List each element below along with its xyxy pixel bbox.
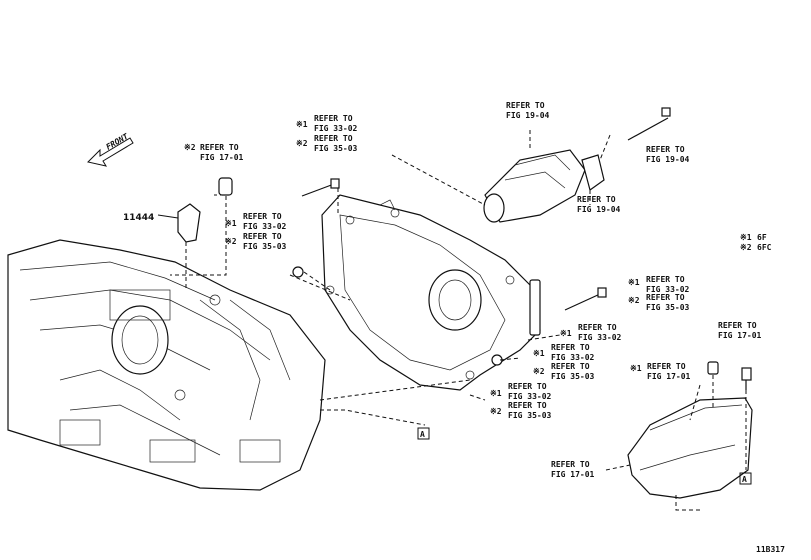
cover-part-11444 (177, 203, 201, 243)
svg-text:※2: ※2 (225, 237, 237, 246)
svg-text:FIG 33-02: FIG 33-02 (578, 333, 622, 342)
ref-label: REFER TO FIG 19-04 (577, 195, 621, 214)
svg-text:※1: ※1 (296, 120, 308, 129)
cover-bolt (741, 367, 752, 390)
diagram-id: 11B317 (756, 545, 785, 554)
svg-text:REFER TO: REFER TO (718, 321, 757, 330)
svg-text:FIG 33-02: FIG 33-02 (508, 392, 552, 401)
svg-text:FIG 17-01: FIG 17-01 (551, 470, 595, 479)
svg-text:※2: ※2 (533, 367, 545, 376)
leader-lines (170, 130, 747, 511)
svg-text:FIG 33-02: FIG 33-02 (646, 285, 690, 294)
ref-label: ※1 REFER TO FIG 33-02 (560, 323, 622, 342)
svg-text:REFER TO: REFER TO (243, 212, 282, 221)
svg-text:FIG 17-01: FIG 17-01 (718, 331, 762, 340)
ref-label: ※1 REFER TO FIG 33-02 (296, 114, 358, 133)
ref-label: ※2 REFER TO FIG 35-03 (533, 362, 595, 381)
svg-text:※2: ※2 (740, 243, 752, 252)
ref-label: ※2 REFER TO FIG 17-01 (184, 143, 244, 162)
svg-text:REFER TO: REFER TO (508, 382, 547, 391)
svg-text:REFER TO: REFER TO (551, 460, 590, 469)
ref-label: ※2 REFER TO FIG 35-03 (490, 401, 552, 420)
svg-text:REFER TO: REFER TO (646, 293, 685, 302)
svg-text:※1: ※1 (740, 233, 752, 242)
svg-text:FIG 17-01: FIG 17-01 (200, 153, 244, 162)
svg-text:※1: ※1 (490, 389, 502, 398)
plug-part (707, 361, 719, 375)
svg-text:※1: ※1 (630, 364, 642, 373)
intake-manifold (7, 239, 326, 491)
housing-bolt-top (301, 178, 340, 197)
svg-text:※2: ※2 (628, 296, 640, 305)
ref-label: ※2 REFER TO FIG 35-03 (628, 293, 690, 312)
ref-label: REFER TO FIG 19-04 (506, 101, 550, 120)
ref-label: ※1 REFER TO FIG 33-02 (628, 275, 690, 294)
svg-text:A: A (742, 475, 747, 484)
front-label: FRONT (105, 131, 131, 151)
svg-text:※1: ※1 (628, 278, 640, 287)
partno-leader (157, 214, 179, 219)
grommet-part (218, 177, 233, 196)
part-number-label: 11444 (123, 213, 154, 223)
svg-text:REFER TO: REFER TO (647, 362, 686, 371)
svg-text:REFER TO: REFER TO (243, 232, 282, 241)
svg-text:6FC: 6FC (757, 243, 772, 252)
ref-label: ※1 REFER TO FIG 33-02 (533, 343, 595, 362)
svg-text:REFER TO: REFER TO (551, 362, 590, 371)
nut-part (292, 266, 304, 278)
ref-label: ※2 REFER TO FIG 35-03 (225, 232, 287, 251)
svg-text:FIG 35-03: FIG 35-03 (243, 242, 287, 251)
svg-text:FIG 33-02: FIG 33-02 (314, 124, 358, 133)
svg-text:FIG 33-02: FIG 33-02 (243, 222, 287, 231)
svg-text:FIG 19-04: FIG 19-04 (577, 205, 621, 214)
ref-label: ※2 REFER TO FIG 35-03 (296, 134, 358, 153)
stud-part (529, 279, 541, 336)
ref-label: REFER TO FIG 17-01 (718, 321, 762, 340)
ref-label: ※1 REFER TO FIG 33-02 (490, 382, 552, 401)
transmission-cover (627, 397, 753, 499)
svg-text:※2: ※2 (184, 143, 196, 152)
svg-text:REFER TO: REFER TO (577, 195, 616, 204)
callout-a-left: A (417, 427, 430, 440)
svg-text:FIG 17-01: FIG 17-01 (647, 372, 691, 381)
svg-text:FIG 19-04: FIG 19-04 (646, 155, 690, 164)
svg-text:REFER TO: REFER TO (646, 145, 685, 154)
svg-text:FIG 35-03: FIG 35-03 (551, 372, 595, 381)
svg-text:REFER TO: REFER TO (200, 143, 239, 152)
svg-text:※1: ※1 (225, 219, 237, 228)
svg-text:REFER TO: REFER TO (646, 275, 685, 284)
svg-text:REFER TO: REFER TO (578, 323, 617, 332)
svg-text:REFER TO: REFER TO (506, 101, 545, 110)
ref-label: REFER TO FIG 17-01 (551, 460, 595, 479)
svg-text:REFER TO: REFER TO (508, 401, 547, 410)
starter-bolt (627, 107, 671, 141)
svg-text:REFER TO: REFER TO (314, 134, 353, 143)
svg-text:FIG 19-04: FIG 19-04 (506, 111, 550, 120)
svg-text:FIG 35-03: FIG 35-03 (646, 303, 690, 312)
svg-text:※2: ※2 (296, 139, 308, 148)
svg-text:FIG 33-02: FIG 33-02 (551, 353, 595, 362)
callout-a-right: A (739, 472, 752, 485)
svg-text:FIG 35-03: FIG 35-03 (508, 411, 552, 420)
svg-text:REFER TO: REFER TO (551, 343, 590, 352)
ref-label: ※1 REFER TO FIG 17-01 (630, 362, 691, 381)
housing-bolt-right (564, 287, 607, 311)
ref-label: ※1 REFER TO FIG 33-02 (225, 212, 287, 231)
transmission-housing (321, 194, 541, 391)
starter-motor (483, 149, 605, 223)
svg-text:6F: 6F (757, 233, 767, 242)
svg-text:※1: ※1 (560, 329, 572, 338)
model-legend: ※1 6F ※2 6FC (740, 233, 772, 252)
svg-text:A: A (420, 430, 425, 439)
svg-text:FIG 35-03: FIG 35-03 (314, 144, 358, 153)
front-arrow-icon (87, 137, 134, 167)
svg-text:※1: ※1 (533, 349, 545, 358)
svg-text:※2: ※2 (490, 407, 502, 416)
svg-text:REFER TO: REFER TO (314, 114, 353, 123)
ref-label: REFER TO FIG 19-04 (646, 145, 690, 164)
